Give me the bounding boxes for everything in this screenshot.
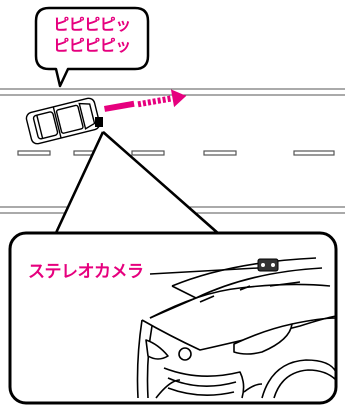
camera-view-cone	[56, 132, 220, 235]
alert-sound-line-1: ピピピピッ	[40, 17, 144, 33]
car-top-view-icon	[25, 97, 101, 145]
camera-label: ステレオカメラ	[28, 264, 144, 281]
dotted-arrow-right-icon	[104, 87, 188, 113]
stereo-camera-icon	[258, 259, 278, 271]
car-camera-mount	[95, 117, 103, 127]
lane-divider	[18, 151, 334, 155]
alert-sound-line-2: ピピピピッ	[40, 38, 144, 54]
